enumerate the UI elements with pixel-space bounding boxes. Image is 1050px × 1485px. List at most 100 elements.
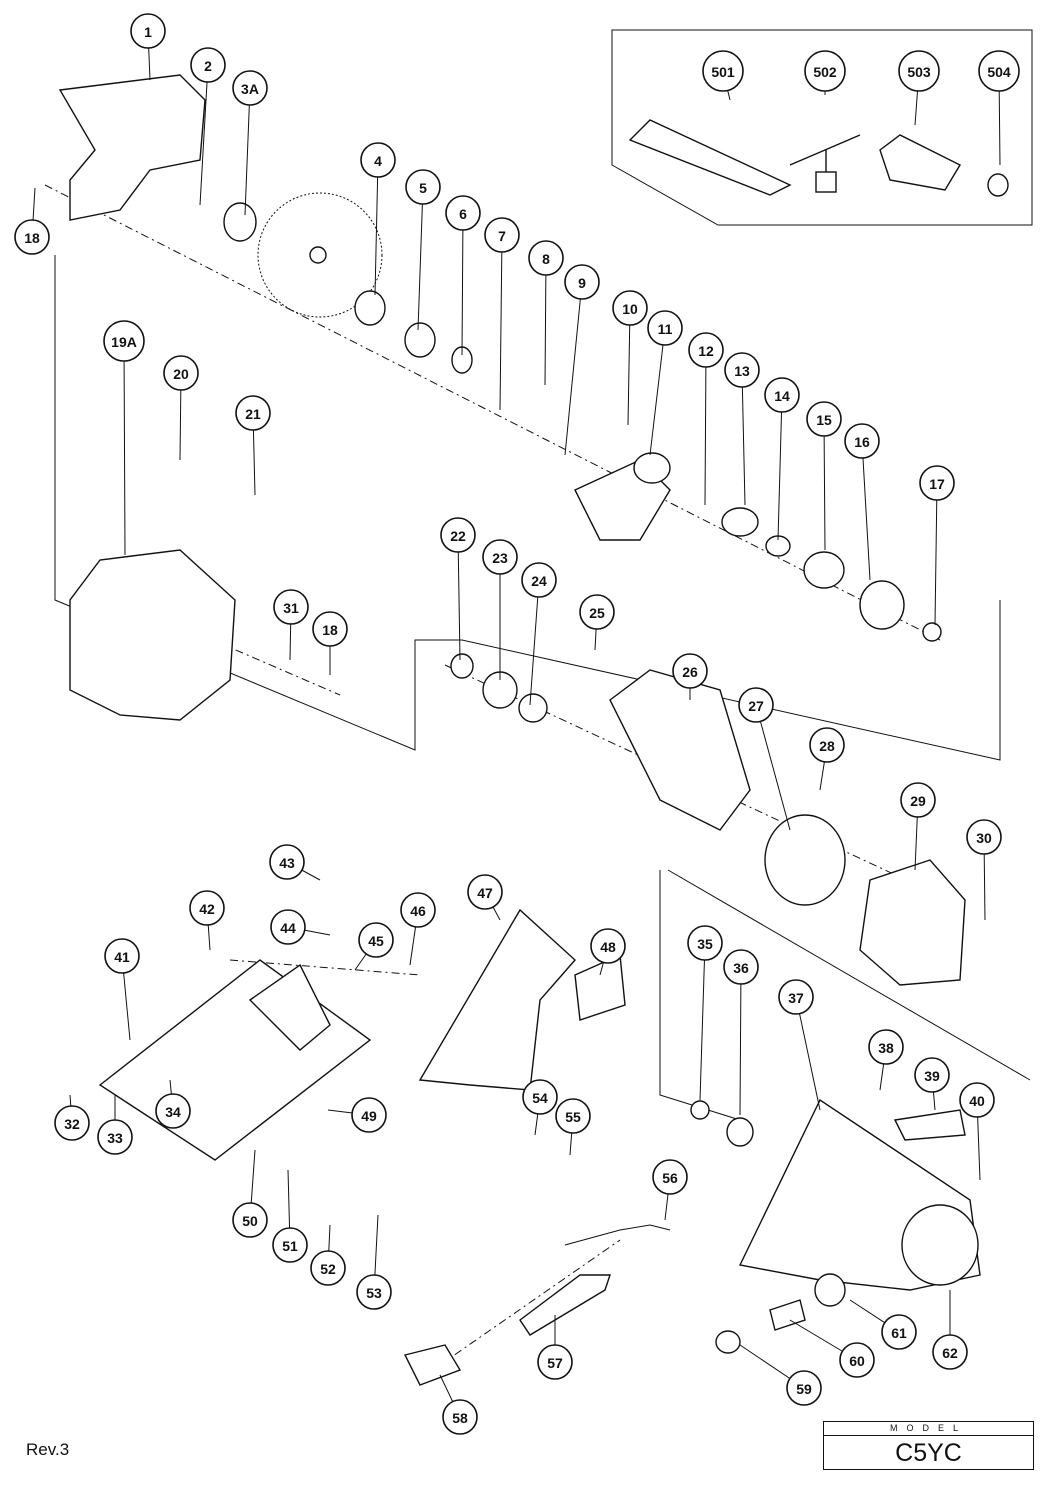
callout-circle: [155, 1093, 191, 1129]
motor-housing-outline-right: [667, 869, 1031, 1081]
part-callout: 43: [269, 844, 305, 880]
callout-circle: [978, 50, 1020, 92]
callout-number: 55: [565, 1109, 581, 1125]
callout-circle: [484, 217, 520, 253]
callout-number: 47: [477, 885, 493, 901]
callout-number: 61: [891, 1325, 907, 1341]
callout-leader-line: [417, 186, 424, 331]
callout-circle: [786, 1370, 822, 1406]
callout-circle: [232, 70, 268, 106]
callout-circle: [521, 562, 557, 598]
callout-circle: [163, 355, 199, 391]
callout-number: 57: [547, 1355, 563, 1371]
callout-circle: [537, 1344, 573, 1380]
part-callout: 6: [445, 195, 481, 231]
callout-number: 28: [819, 738, 835, 754]
part-callout: 9: [564, 264, 600, 300]
motor-housing-part: [690, 1098, 981, 1291]
part-callout: 7: [484, 217, 520, 253]
callout-circle: [312, 611, 348, 647]
part-callout: 58: [442, 1399, 478, 1435]
callout-circle: [310, 1250, 346, 1286]
callout-number: 29: [910, 793, 926, 809]
callout-circle: [804, 50, 846, 92]
callout-number: 503: [907, 64, 931, 80]
callout-circle: [688, 332, 724, 368]
handle-part: [418, 908, 626, 1091]
upper-housing-outline: [54, 255, 1001, 761]
callout-number: 504: [987, 64, 1011, 80]
part-callout: 36: [723, 949, 759, 985]
part-callout: 26: [672, 653, 708, 689]
callout-number: 1: [144, 24, 152, 40]
part-callout: 5: [405, 169, 441, 205]
part-callout: 18: [312, 611, 348, 647]
callout-circle: [235, 395, 271, 431]
part-callout: 60: [839, 1342, 875, 1378]
callout-number: 58: [452, 1410, 468, 1426]
model-title-block: MODEL C5YC: [823, 1421, 1034, 1470]
callout-circle: [914, 1057, 950, 1093]
callout-number: 6: [459, 206, 467, 222]
base-part: [98, 959, 372, 1161]
blade-axis-line: [44, 184, 941, 641]
callout-number: 34: [165, 1104, 181, 1120]
callout-number: 33: [107, 1130, 123, 1146]
callout-number: 5: [419, 180, 427, 196]
part-callout: 40: [959, 1082, 995, 1118]
part-callout: 22: [440, 517, 476, 553]
callout-number: 60: [849, 1353, 865, 1369]
part-callout: 17: [919, 465, 955, 501]
callout-circle: [232, 1202, 268, 1238]
callout-circle: [590, 928, 626, 964]
callout-number: 9: [578, 275, 586, 291]
callout-number: 50: [242, 1213, 258, 1229]
callout-circle: [130, 13, 166, 49]
callout-number: 23: [492, 550, 508, 566]
washers-part: [223, 202, 473, 374]
part-callout: 503: [898, 50, 940, 92]
callout-number: 56: [662, 1170, 678, 1186]
callout-number: 43: [279, 855, 295, 871]
callout-leader-line: [795, 996, 821, 1111]
part-callout: 13: [724, 352, 760, 388]
part-callout: 59: [786, 1370, 822, 1406]
part-callout: 27: [738, 687, 774, 723]
callout-circle: [806, 401, 842, 437]
callout-circle: [528, 240, 564, 276]
part-callout: 48: [590, 928, 626, 964]
part-callout: 10: [612, 290, 648, 326]
part-callout: 24: [521, 562, 557, 598]
callout-number: 18: [24, 230, 40, 246]
callout-circle: [360, 142, 396, 178]
callout-circle: [440, 517, 476, 553]
callout-leader-line: [564, 281, 583, 456]
field-part: [764, 814, 966, 986]
blade-guard-part: [574, 452, 671, 541]
callout-bubbles: 123A4567891011121314151617181819A2021222…: [14, 13, 1020, 1435]
callout-number: 17: [929, 476, 945, 492]
part-callout: 45: [358, 922, 394, 958]
callout-number: 18: [322, 622, 338, 638]
part-callout: 29: [900, 782, 936, 818]
callout-number: 39: [924, 1068, 940, 1084]
callout-leader-line: [823, 418, 826, 551]
callout-circle: [932, 1334, 968, 1370]
callout-number: 51: [282, 1238, 298, 1254]
callout-circle: [764, 377, 800, 413]
callout-leader-line: [499, 234, 503, 411]
callout-number: 13: [734, 363, 750, 379]
callout-circle: [405, 169, 441, 205]
part-callout: 51: [272, 1227, 308, 1263]
gear-housing-part: [69, 549, 236, 721]
callout-number: 49: [361, 1108, 377, 1124]
callout-number: 15: [816, 412, 832, 428]
callout-number: 21: [245, 406, 261, 422]
part-callout: 39: [914, 1057, 950, 1093]
part-callout: 38: [868, 1029, 904, 1065]
callout-leader-line: [244, 87, 251, 216]
part-callout: 15: [806, 401, 842, 437]
model-header: MODEL: [824, 1422, 1033, 1436]
callout-circle: [356, 1274, 392, 1310]
callout-number: 32: [64, 1116, 80, 1132]
